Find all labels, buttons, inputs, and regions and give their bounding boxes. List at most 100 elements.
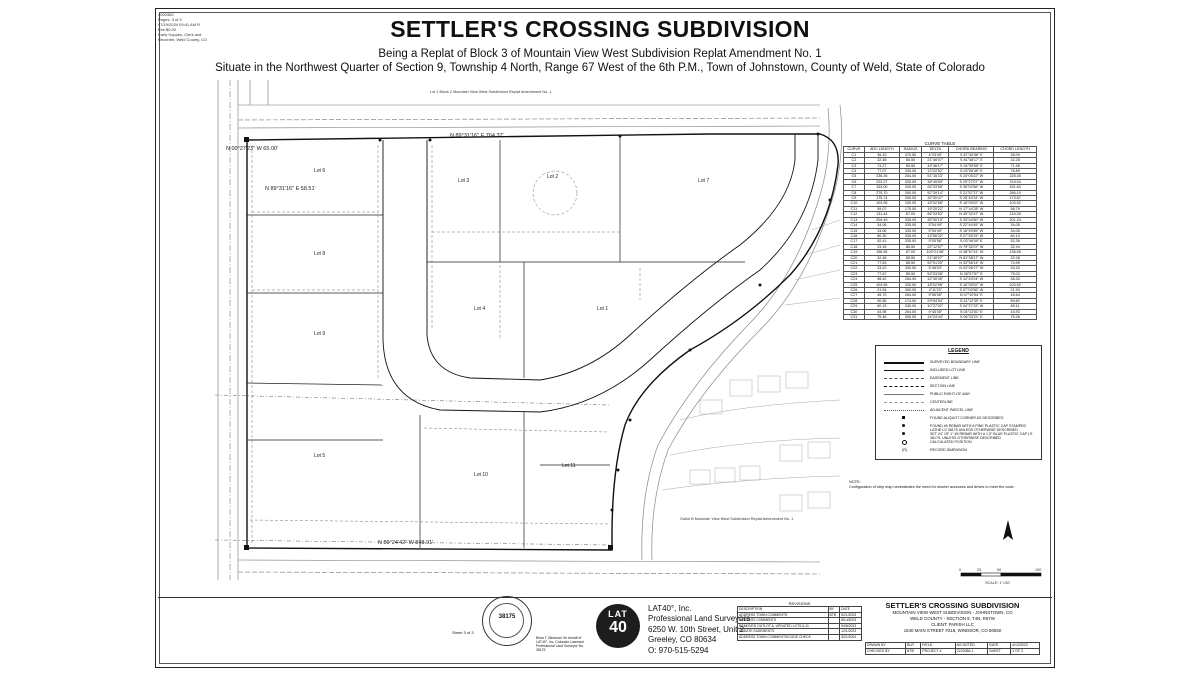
- title-block: [158, 597, 1052, 666]
- legend-line-symbol: [884, 402, 924, 403]
- legend-item: SET 24" OF 1" #5 REBAR WITH A 1.5" BLUE …: [930, 432, 1033, 440]
- table-cell: S 24°05'22" W: [948, 173, 995, 180]
- table-cell: 5°54'49": [921, 222, 950, 229]
- table-cell: 38°45'59": [921, 178, 950, 186]
- firm-name: LAT40°, Inc.: [648, 604, 692, 613]
- table-cell: S 36°02'56" W: [948, 184, 995, 191]
- curve-table-caption: CURVE TABLE: [924, 141, 956, 146]
- table-cell: 21°46'07": [921, 157, 950, 164]
- lot-label: Lot 1: [597, 306, 608, 312]
- table-cell: 103.52: [993, 200, 1037, 207]
- table-cell: N 33°56'14" W: [948, 259, 995, 267]
- table-cell: S 07°45'15" W: [948, 232, 995, 240]
- table-cell: 52°39'14": [921, 189, 950, 197]
- legend-title: LEGEND: [948, 348, 969, 354]
- legend-line-symbol: [884, 410, 924, 411]
- lot-label: Lot 2: [547, 174, 558, 180]
- table-cell: 34.05: [993, 222, 1037, 229]
- lot-label: Lot 7: [698, 178, 709, 184]
- legend-item: CALCULATED POSITION: [930, 440, 972, 444]
- project-line: 1540 MAIN STREET #218, WINDSOR, CO 80550: [903, 628, 1002, 633]
- table-cell: N 28°07'57" E: [948, 270, 995, 278]
- table-cell: S 04°27'33" W: [948, 303, 995, 310]
- table-cell: 52.36: [993, 238, 1037, 245]
- col-header: DELTA: [921, 146, 950, 153]
- table-cell: PROJECT #: [920, 648, 956, 655]
- table-cell: 58.30: [993, 276, 1037, 283]
- curve-table-header: CURVE ARC LENGTH RADIUS DELTA CHORD BEAR…: [843, 146, 1037, 153]
- table-cell: 76.89: [993, 167, 1037, 175]
- table-cell: 300.00: [898, 313, 923, 321]
- legend-line-symbol: [884, 386, 924, 387]
- table-cell: 103°21'46": [921, 249, 950, 256]
- legend-item: PUBLIC RIGHT-OF-WAY: [930, 392, 971, 396]
- table-cell: S 21°57'37" W: [948, 189, 995, 197]
- table-cell: 3 OF 3: [1010, 648, 1040, 655]
- table-cell: 9°55'06": [921, 292, 950, 299]
- firm-phone: O: 970-515-5294: [648, 645, 709, 655]
- lat40-logo: LAT 40: [596, 604, 640, 648]
- table-cell: 151.63: [993, 184, 1037, 191]
- firm-line: Greeley, CO 80634: [648, 635, 717, 645]
- col-header: CHORD BEARING: [948, 146, 995, 153]
- legend-line-symbol: [884, 378, 924, 379]
- table-cell: 18°02'58": [921, 281, 950, 289]
- table-cell: S 07°02'56" W: [948, 286, 995, 294]
- table-cell: 36.09: [993, 151, 1037, 159]
- table-cell: 21°46'07": [921, 254, 950, 261]
- lot-label: Lot 6: [314, 168, 325, 174]
- legend-line-symbol: [884, 370, 924, 371]
- table-cell: 173.67: [993, 195, 1037, 202]
- table-cell: S 81°38'17" E: [948, 157, 995, 164]
- legend-point-symbol: [902, 440, 907, 445]
- lot-label: Lot 9: [314, 331, 325, 337]
- table-cell: S 16°49'55" W: [948, 227, 995, 234]
- note-text: Configuration of strip map necessitates …: [849, 485, 1015, 489]
- table-cell: 13°56'32": [921, 232, 950, 240]
- table-cell: 19°20'22": [921, 205, 950, 213]
- table-cell: 52°03'08": [921, 270, 950, 278]
- table-cell: S 04°13'51" E: [948, 308, 995, 316]
- table-cell: S 25°40'34" W: [948, 195, 995, 202]
- table-cell: 14°24'44": [921, 313, 950, 321]
- stamp-line: 07/19/2024 09:41 AM R Fee:$0.00: [158, 22, 201, 32]
- lot-label: Lot 5: [314, 453, 325, 459]
- table-cell: 51°16'33": [921, 173, 950, 180]
- revisions-table: REVISIONS DESCRIPTION BY DATE ADDRESS TO…: [737, 601, 862, 641]
- table-cell: 32.28: [993, 157, 1037, 164]
- plat-sheet: [155, 8, 1055, 668]
- plat-subtitle: Being a Replat of Block 3 of Mountain Vi…: [378, 48, 822, 60]
- table-cell: N 38°57'41" W: [948, 249, 995, 256]
- table-cell: S 34°39'55" E: [948, 162, 995, 170]
- table-cell: 4°23'45": [921, 151, 950, 159]
- lot-label: Lot 10: [474, 472, 488, 478]
- table-cell: S 03°06'49" E: [948, 167, 995, 175]
- bearing-west: N 00°27'23" W 65.00': [226, 146, 278, 152]
- table-cell: S 16°39'02" W: [948, 200, 995, 207]
- table-cell: 44.93: [993, 308, 1037, 316]
- table-cell: 13°22'52": [921, 167, 950, 175]
- adjacent-note: Lot 1 Block 2 Mountain View West Subdivi…: [430, 90, 551, 94]
- logo-number: 40: [609, 619, 627, 636]
- project-info: SETTLER'S CROSSING SUBDIVISION MOUNTAIN …: [865, 601, 1040, 634]
- table-cell: 3/21/2024: [839, 634, 862, 641]
- table-cell: N 02°06'27" W: [948, 265, 995, 272]
- table-cell: C31: [843, 313, 865, 321]
- legend-item: EASEMENT LINE: [930, 376, 959, 380]
- table-cell: 80.10: [993, 232, 1037, 240]
